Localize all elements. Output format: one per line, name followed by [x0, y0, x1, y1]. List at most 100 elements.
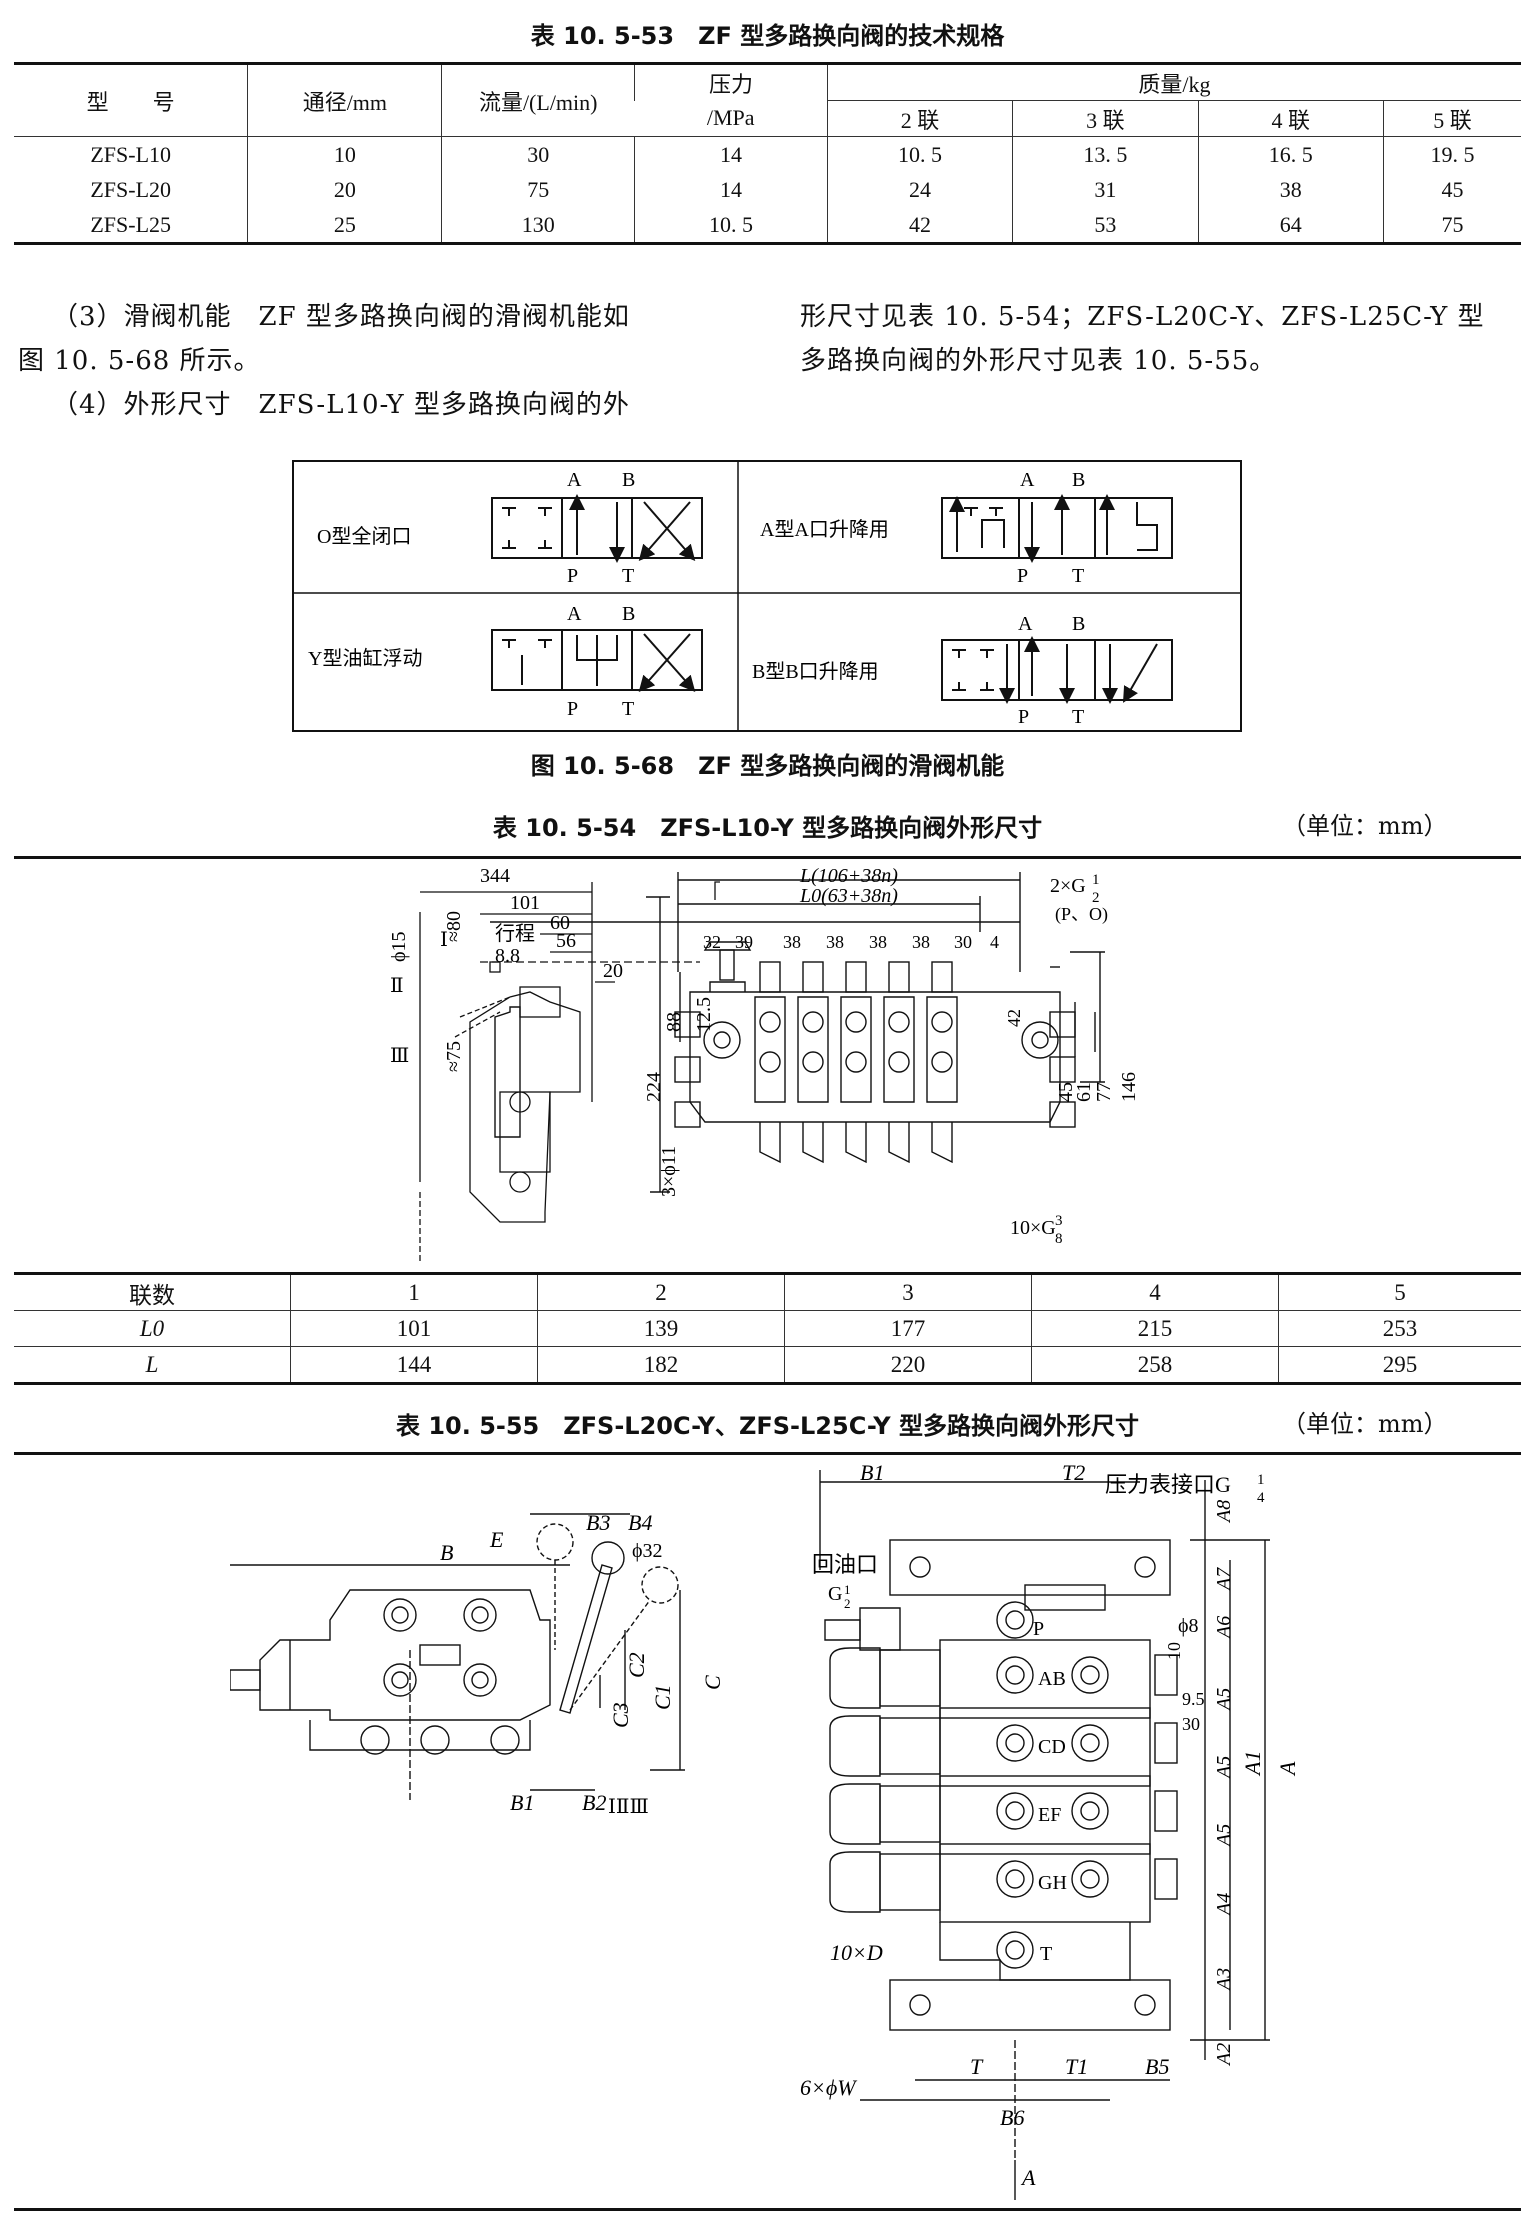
dim-B1: B1 [510, 1790, 534, 1815]
dim-T2: T2 [1062, 1460, 1085, 1485]
cell: 215 [1031, 1310, 1279, 1347]
spool-function-figure: O型全闭口 A B P T A型A口升降用 A B P T [292, 460, 1242, 732]
dim-101: 101 [510, 892, 540, 914]
cell: 38 [1197, 172, 1384, 207]
cell: 258 [1031, 1346, 1279, 1385]
dim-A5-a: A5 [1213, 1688, 1235, 1712]
cell: 101 [290, 1310, 538, 1347]
header-unit-4: 4 联 [1197, 100, 1384, 137]
gauge-port-label: 压力表接口G [1105, 1472, 1231, 1497]
cell-label: O型全闭口 [317, 525, 411, 548]
dim-B2: B2 [582, 1790, 606, 1815]
dim-holes: 3×ϕ11 [658, 1146, 680, 1197]
dim-E: E [489, 1527, 504, 1552]
cell: 4 [1031, 1272, 1279, 1311]
cell: 253 [1278, 1310, 1521, 1347]
cell: 1 [290, 1272, 538, 1311]
zfs-l10-drawing: 344 101 60 56 行程 8.8 20 ϕ15 ≈80 ≈75 Ⅰ Ⅱ … [388, 865, 1140, 1262]
dim-A4: A4 [1213, 1893, 1235, 1917]
cell: 42 [826, 207, 1013, 245]
port-a: A [1018, 613, 1033, 635]
dim-row-38a: 38 [783, 932, 801, 952]
roman-3: Ⅲ [390, 1045, 409, 1067]
dim-42: 42 [1004, 1009, 1024, 1027]
cell: ZFS-L20 [90, 176, 172, 202]
dim-row-30: 30 [954, 932, 972, 952]
dim-224: 224 [643, 1072, 665, 1102]
dim-row-38d: 38 [912, 932, 930, 952]
body-text-left: （3）滑阀机能 ZF 型多路换向阀的滑阀机能如 图 10. 5-68 所示。 （… [18, 295, 748, 427]
paragraph-line: 多路换向阀的外形尺寸见表 10. 5-55。 [800, 346, 1277, 376]
view-arrow-A: A [1020, 2165, 1036, 2190]
return-port-den: 2 [844, 1596, 851, 1611]
dim-10xD: 10×D [830, 1940, 883, 1965]
cell: 24 [826, 172, 1013, 207]
cell-label: B型B口升降用 [752, 660, 879, 683]
dim-344: 344 [480, 865, 510, 887]
cell: 16. 5 [1197, 136, 1384, 172]
port-p: P [1017, 565, 1028, 587]
cell-label: A型A口升降用 [760, 518, 889, 541]
dim-L0: L0(63+38n) [799, 885, 898, 907]
dim-12-5: 12.5 [693, 997, 715, 1032]
table-54-title: 表 10. 5-54 ZFS-L10-Y 型多路换向阀外形尺寸 [492, 814, 1043, 842]
port-t: T [1072, 706, 1084, 728]
cell: 75 [1382, 207, 1521, 245]
dim-row-38c: 38 [869, 932, 887, 952]
return-port-label: 回油口 [812, 1552, 878, 1577]
dim-88: 88 [663, 1012, 685, 1032]
port-GH: GH [1038, 1872, 1067, 1894]
gauge-port-num: 1 [1257, 1472, 1265, 1488]
roman-1: Ⅰ [440, 929, 448, 951]
g-top-label: 2×G [1050, 875, 1086, 897]
g-top-note: (P、O) [1055, 904, 1108, 925]
row-label-l: L [14, 1346, 291, 1385]
cell: 19. 5 [1382, 136, 1521, 172]
dim-30: 30 [1182, 1714, 1200, 1734]
body-text-right: 形尺寸见表 10. 5-54；ZFS-L20C-Y、ZFS-L25C-Y 型 多… [800, 295, 1530, 383]
cell: 220 [784, 1346, 1032, 1385]
g-bottom-den: 8 [1055, 1231, 1063, 1247]
dim-A8: A8 [1213, 1500, 1235, 1524]
dim-60: 60 [550, 912, 570, 934]
dim-A3: A3 [1213, 1968, 1235, 1992]
port-t: T [1072, 565, 1084, 587]
spool-cell-b-type: B型B口升降用 A B P T [752, 613, 1173, 728]
cell: 14 [634, 136, 828, 172]
dim-9-5: 9.5 [1182, 1689, 1205, 1709]
header-pressure-bottom: /MPa [634, 100, 828, 137]
rule [14, 1452, 1521, 1455]
stroke-value: 8.8 [495, 945, 520, 967]
port-b: B [1072, 469, 1085, 491]
port-T: T [1040, 1943, 1052, 1965]
table-53-title: 表 10. 5-53 ZF 型多路换向阀的技术规格 [530, 22, 1005, 50]
port-b: B [622, 469, 635, 491]
paragraph-line: （3）滑阀机能 ZF 型多路换向阀的滑阀机能如 [52, 302, 630, 332]
dim-B3: B3 [586, 1510, 610, 1535]
port-p: P [567, 565, 578, 587]
port-AB: AB [1038, 1668, 1066, 1690]
g-top-num: 1 [1092, 872, 1100, 888]
header-unit-3: 3 联 [1012, 100, 1199, 137]
header-flow: 流量/(L/min) [441, 62, 635, 137]
zfs-l20c-front-drawing: B1 T2 压力表接口G 1 4 回油口 G 1 2 P AB CD EF GH… [800, 1460, 1300, 2200]
cell: 31 [1012, 172, 1199, 207]
spool-section [829, 1775, 1178, 1855]
dim-phi32: ϕ32 [632, 1540, 663, 1562]
paragraph-line: （4）外形尺寸 ZFS-L10-Y 型多路换向阀的外 [52, 390, 630, 420]
cell: 130 [441, 207, 635, 245]
rule [14, 2208, 1521, 2211]
dim-C1: C1 [650, 1684, 675, 1710]
port-CD: CD [1038, 1736, 1066, 1758]
front-view [714, 881, 720, 900]
header-model: 型 号 [14, 62, 248, 137]
header-pressure-top: 压力 [634, 62, 828, 101]
cell: 53 [1012, 207, 1199, 245]
roman-labels: ⅠⅡⅢ [608, 1796, 649, 1818]
spool-cell-o-type: O型全闭口 A B P T [317, 469, 703, 587]
cell: 45 [1382, 172, 1521, 207]
port-t: T [622, 565, 634, 587]
g-bottom-num: 3 [1055, 1213, 1063, 1229]
